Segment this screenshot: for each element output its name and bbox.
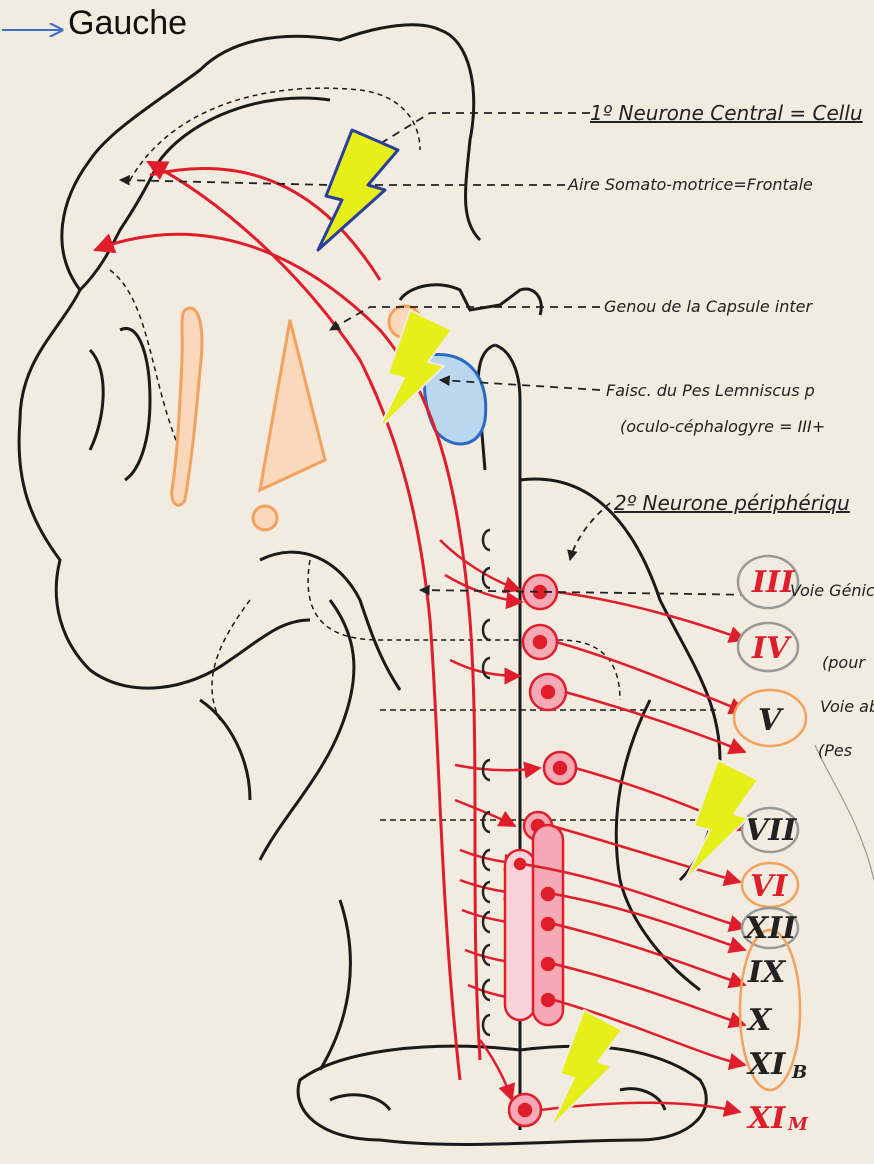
nerve-x: X — [746, 1003, 773, 1038]
nerve-xi-m: XI — [746, 1101, 786, 1136]
label-pes: (Pes — [818, 741, 852, 760]
neurone-periph-leader — [570, 503, 610, 560]
label-voie-aber: Voie aber — [820, 697, 874, 716]
label-aire: Aire Somato-motrice=Frontale — [567, 175, 813, 194]
nerve-vii: VII — [745, 813, 797, 848]
label-neurone-central: 1º Neurone Central = Cellu — [590, 101, 863, 125]
nerve-group-line — [815, 745, 874, 880]
label-faisc: Faisc. du Pes Lemniscus p — [606, 381, 815, 400]
synapse-markers — [483, 530, 490, 1035]
nerve-xi: XI — [746, 1047, 786, 1082]
lightning-icon — [685, 760, 758, 880]
nerve-xi-b: B — [791, 1062, 807, 1083]
nerve-iii: III — [751, 565, 795, 600]
label-pour: (pour — [822, 653, 866, 672]
nerve-ix: IX — [747, 955, 787, 990]
cranial-nuclei — [505, 575, 576, 1126]
nerve-xii: XII — [743, 911, 797, 946]
nerve-xi-m-sub: M — [787, 1114, 809, 1135]
label-oculo: (oculo-céphalogyre = III+ — [620, 417, 825, 436]
label-genou: Genou de la Capsule inter — [604, 297, 814, 316]
pyramidal-tract — [95, 162, 480, 1080]
nerve-vi: VI — [750, 869, 788, 904]
lightning-icon — [550, 1010, 622, 1128]
nerve-iv: IV — [751, 631, 792, 666]
lightning-icon — [318, 130, 398, 250]
label-neurone-periph: 2º Neurone périphériqu — [614, 491, 850, 515]
label-voie-genic: Voie Génic — [790, 581, 874, 600]
brain-hemisphere-outline — [19, 25, 480, 800]
nerve-v: V — [758, 703, 784, 738]
